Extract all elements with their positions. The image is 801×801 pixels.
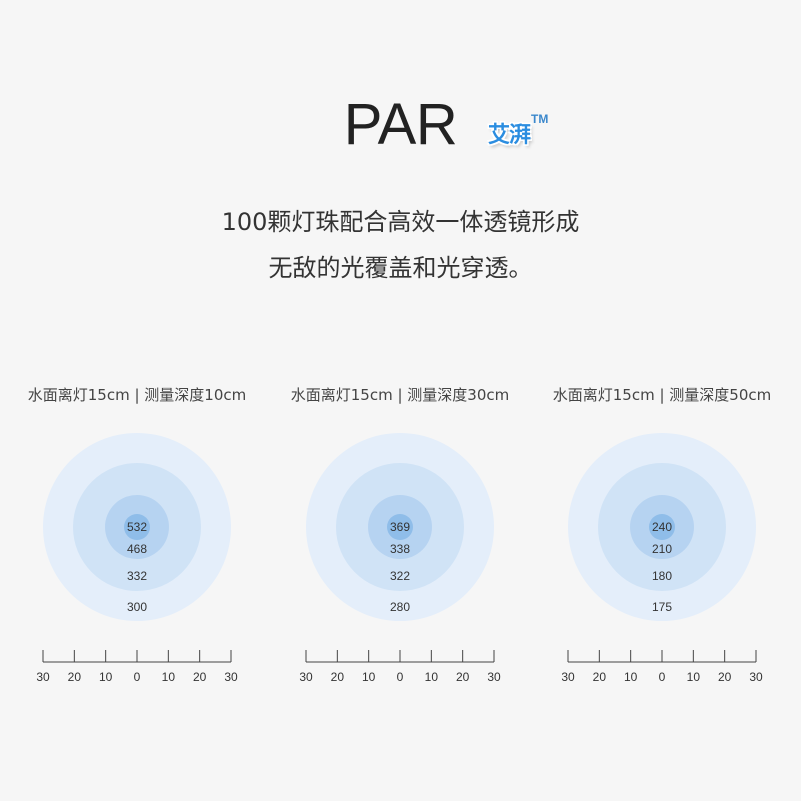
coverage-panel-3: 240 210 180 175 30 20 10 0 10 20 30 水面离灯15cm | 测量深度… (547, 380, 777, 690)
coverage-diagram: 532 468 332 300 30 20 10 0 10 20 30 (36, 433, 238, 684)
panel-label: 水面离灯15cm | 测量深度30cm (290, 386, 510, 404)
par-value-label: 332 (127, 569, 147, 583)
scale-tick-label: 30 (299, 670, 313, 684)
par-value-label: 300 (127, 600, 147, 614)
light-ring-core (124, 514, 150, 540)
par-value-label: 175 (652, 600, 672, 614)
light-ring-core (387, 514, 413, 540)
scale-tick-label: 10 (99, 670, 113, 684)
par-value-label: 280 (390, 600, 410, 614)
scale-tick-label: 30 (561, 670, 575, 684)
coverage-panel-2: 369 338 322 280 30 20 10 0 10 20 30 水面离灯15cm | 测量深度… (285, 380, 515, 690)
par-value-label: 468 (127, 542, 147, 556)
scale-tick-label: 10 (162, 670, 176, 684)
par-value-label: 369 (390, 520, 410, 534)
trademark-mark: TM (531, 112, 549, 126)
scale-tick-label: 10 (624, 670, 638, 684)
scale-tick-label: 30 (224, 670, 238, 684)
scale-tick-label: 0 (134, 670, 141, 684)
panel-label: 水面离灯15cm | 测量深度50cm (552, 386, 772, 404)
coverage-panel-1: 532 468 332 300 30 20 10 0 10 20 30 水面离灯15cm | 测量深度… (22, 380, 252, 690)
par-value-label: 322 (390, 569, 410, 583)
scale-tick-label: 0 (397, 670, 404, 684)
par-value-label: 210 (652, 542, 672, 556)
scale-tick-label: 20 (593, 670, 607, 684)
panel-label: 水面离灯15cm | 测量深度10cm (27, 386, 247, 404)
description-line-2: 无敌的光覆盖和光穿透。 (268, 254, 533, 282)
par-value-label: 240 (652, 520, 672, 534)
scale-tick-label: 20 (331, 670, 345, 684)
brand-logo: 艾湃 (488, 123, 531, 148)
par-value-label: 532 (127, 520, 147, 534)
scale-tick-label: 20 (456, 670, 470, 684)
par-value-label: 338 (390, 542, 410, 556)
description-line-1: 100颗灯珠配合高效一体透镜形成 (221, 208, 580, 236)
page-title: PAR (343, 92, 458, 157)
light-ring-core (649, 514, 675, 540)
scale-tick-label: 20 (718, 670, 732, 684)
scale-tick-label: 10 (425, 670, 439, 684)
scale-tick-label: 30 (487, 670, 501, 684)
scale-tick-label: 0 (659, 670, 666, 684)
coverage-diagram: 369 338 322 280 30 20 10 0 10 20 30 (299, 433, 501, 684)
scale-tick-label: 10 (687, 670, 701, 684)
scale-tick-label: 10 (362, 670, 376, 684)
par-value-label: 180 (652, 569, 672, 583)
coverage-diagram: 240 210 180 175 30 20 10 0 10 20 30 (561, 433, 763, 684)
scale-tick-label: 20 (68, 670, 82, 684)
scale-tick-label: 20 (193, 670, 207, 684)
scale-tick-label: 30 (749, 670, 763, 684)
scale-tick-label: 30 (36, 670, 50, 684)
